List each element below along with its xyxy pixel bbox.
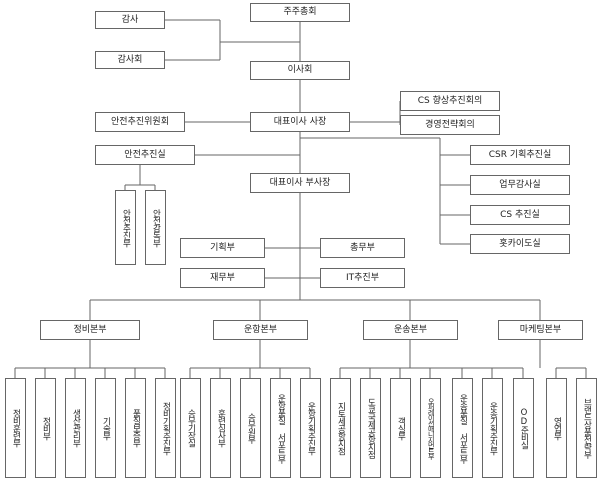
dept-label: OD준비실 bbox=[518, 407, 529, 449]
safety-promotion-dept-label: 안전추진부 bbox=[120, 208, 131, 247]
maintenance-division-box: 정비본부 bbox=[40, 320, 140, 340]
dept-label: 기술부 bbox=[100, 416, 111, 440]
it-dept-box: IT추진부 bbox=[320, 268, 405, 288]
hokkaido-office-label: 홋카이도실 bbox=[499, 238, 541, 249]
hokkaido-office-box: 홋카이도실 bbox=[470, 234, 570, 254]
cs-office-box: CS 추진실 bbox=[470, 205, 570, 225]
dept-label: 승무기장실 bbox=[185, 409, 196, 447]
dept-label: 도쿄국제공항지점 bbox=[365, 398, 376, 458]
dept-box: 품질보증부 bbox=[125, 378, 146, 478]
dept-label: 운송기획추진부 bbox=[487, 401, 498, 455]
vice-president-label: 대표이사 부사장 bbox=[269, 177, 331, 188]
dept-box: 지토세공항지점 bbox=[330, 378, 351, 478]
safety-promotion-dept: 안전추진부 bbox=[115, 190, 136, 265]
shareholders-box: 주주총회 bbox=[250, 3, 350, 22]
dept-box: 정비기획추진부 bbox=[155, 378, 176, 478]
auditor-label: 감사 bbox=[121, 14, 139, 25]
dept-box: 운항품질 서포트부 bbox=[270, 378, 291, 478]
dept-label: 정비훈련부 bbox=[10, 409, 21, 447]
safety-supervision-dept: 안전감독부 bbox=[145, 190, 166, 265]
safety-committee-box: 안전추진위원회 bbox=[95, 112, 185, 132]
audit-committee-label: 감사회 bbox=[117, 54, 143, 65]
ground-ops-division-label: 운송본부 bbox=[393, 324, 428, 335]
dept-label: 훈련심사부 bbox=[215, 409, 226, 447]
shareholders-label: 주주총회 bbox=[283, 7, 317, 17]
ground-ops-division-box: 운송본부 bbox=[363, 320, 458, 340]
dept-label: 정비기획추진부 bbox=[160, 401, 171, 455]
dept-box: 영업부 bbox=[546, 378, 567, 478]
dept-box: 운송품질 서포트부 bbox=[452, 378, 473, 478]
csr-office-box: CSR 기획추진실 bbox=[470, 145, 570, 165]
finance-dept-label: 재무부 bbox=[210, 272, 235, 283]
dept-box: 승무기장실 bbox=[180, 378, 201, 478]
marketing-division-label: 마케팅본부 bbox=[519, 324, 562, 335]
dept-label: 지토세공항지점 bbox=[335, 401, 346, 455]
dept-box: 운송기획추진부 bbox=[482, 378, 503, 478]
csr-office-label: CSR 기획추진실 bbox=[488, 149, 552, 160]
dept-box: 오퍼레이션매니지먼트부 bbox=[420, 378, 441, 478]
dept-box: 기술부 bbox=[95, 378, 116, 478]
auditor-box: 감사 bbox=[95, 11, 165, 29]
ceo-label: 대표이사 사장 bbox=[273, 116, 327, 127]
flight-ops-division-box: 운항본부 bbox=[213, 320, 308, 340]
dept-box: 정비훈련부 bbox=[5, 378, 26, 478]
dept-box: 승무원부 bbox=[240, 378, 261, 478]
flight-ops-division-label: 운항본부 bbox=[243, 324, 278, 335]
dept-box: 훈련심사부 bbox=[210, 378, 231, 478]
dept-label: 오퍼레이션매니지먼트부 bbox=[427, 397, 436, 459]
dept-label: 승무원부 bbox=[245, 413, 256, 443]
dept-label: 운항품질 서포트부 bbox=[275, 393, 286, 463]
dept-label: 브랜드상품전략부 bbox=[581, 398, 592, 458]
board-label: 이사회 bbox=[287, 65, 313, 75]
board-box: 이사회 bbox=[250, 61, 350, 80]
dept-label: 품질보증부 bbox=[130, 409, 141, 447]
dept-label: 영업부 bbox=[551, 416, 562, 440]
dept-box: 브랜드상품전략부 bbox=[576, 378, 597, 478]
vice-president-box: 대표이사 부사장 bbox=[250, 173, 350, 193]
general-affairs-dept-box: 총무부 bbox=[320, 238, 405, 258]
dept-box: 도쿄국제공항지점 bbox=[360, 378, 381, 478]
safety-office-label: 안전추진실 bbox=[124, 149, 166, 160]
dept-label: 생산관리부 bbox=[70, 409, 81, 447]
safety-committee-label: 안전추진위원회 bbox=[111, 116, 169, 127]
cs-committee-label: CS 향상추진회의 bbox=[417, 95, 483, 106]
finance-dept-box: 재무부 bbox=[180, 268, 265, 288]
dept-box: 생산관리부 bbox=[65, 378, 86, 478]
it-dept-label: IT추진부 bbox=[346, 272, 379, 283]
marketing-division-box: 마케팅본부 bbox=[498, 320, 583, 340]
cs-office-label: CS 추진실 bbox=[500, 209, 540, 220]
dept-box: OD준비실 bbox=[513, 378, 534, 478]
dept-label: 운항기획추진부 bbox=[305, 401, 316, 455]
ceo-box: 대표이사 사장 bbox=[250, 112, 350, 132]
cs-committee-box: CS 향상추진회의 bbox=[400, 91, 500, 111]
dept-label: 운송품질 서포트부 bbox=[457, 393, 468, 463]
audit-office-label: 업무감사실 bbox=[499, 179, 541, 190]
planning-dept-label: 기획부 bbox=[210, 242, 235, 253]
audit-committee-box: 감사회 bbox=[95, 51, 165, 69]
general-affairs-dept-label: 총무부 bbox=[350, 242, 375, 253]
planning-dept-box: 기획부 bbox=[180, 238, 265, 258]
dept-box: 정비부 bbox=[35, 378, 56, 478]
safety-office-box: 안전추진실 bbox=[95, 145, 195, 165]
dept-label: 객실부 bbox=[395, 416, 406, 440]
maintenance-division-label: 정비본부 bbox=[73, 324, 107, 335]
audit-office-box: 업무감사실 bbox=[470, 175, 570, 195]
dept-box: 운항기획추진부 bbox=[300, 378, 321, 478]
strategy-meeting-box: 경영전략회의 bbox=[400, 115, 500, 135]
dept-label: 정비부 bbox=[40, 416, 51, 440]
safety-supervision-dept-label: 안전감독부 bbox=[150, 208, 161, 247]
dept-box: 객실부 bbox=[390, 378, 411, 478]
strategy-meeting-label: 경영전략회의 bbox=[425, 119, 475, 130]
